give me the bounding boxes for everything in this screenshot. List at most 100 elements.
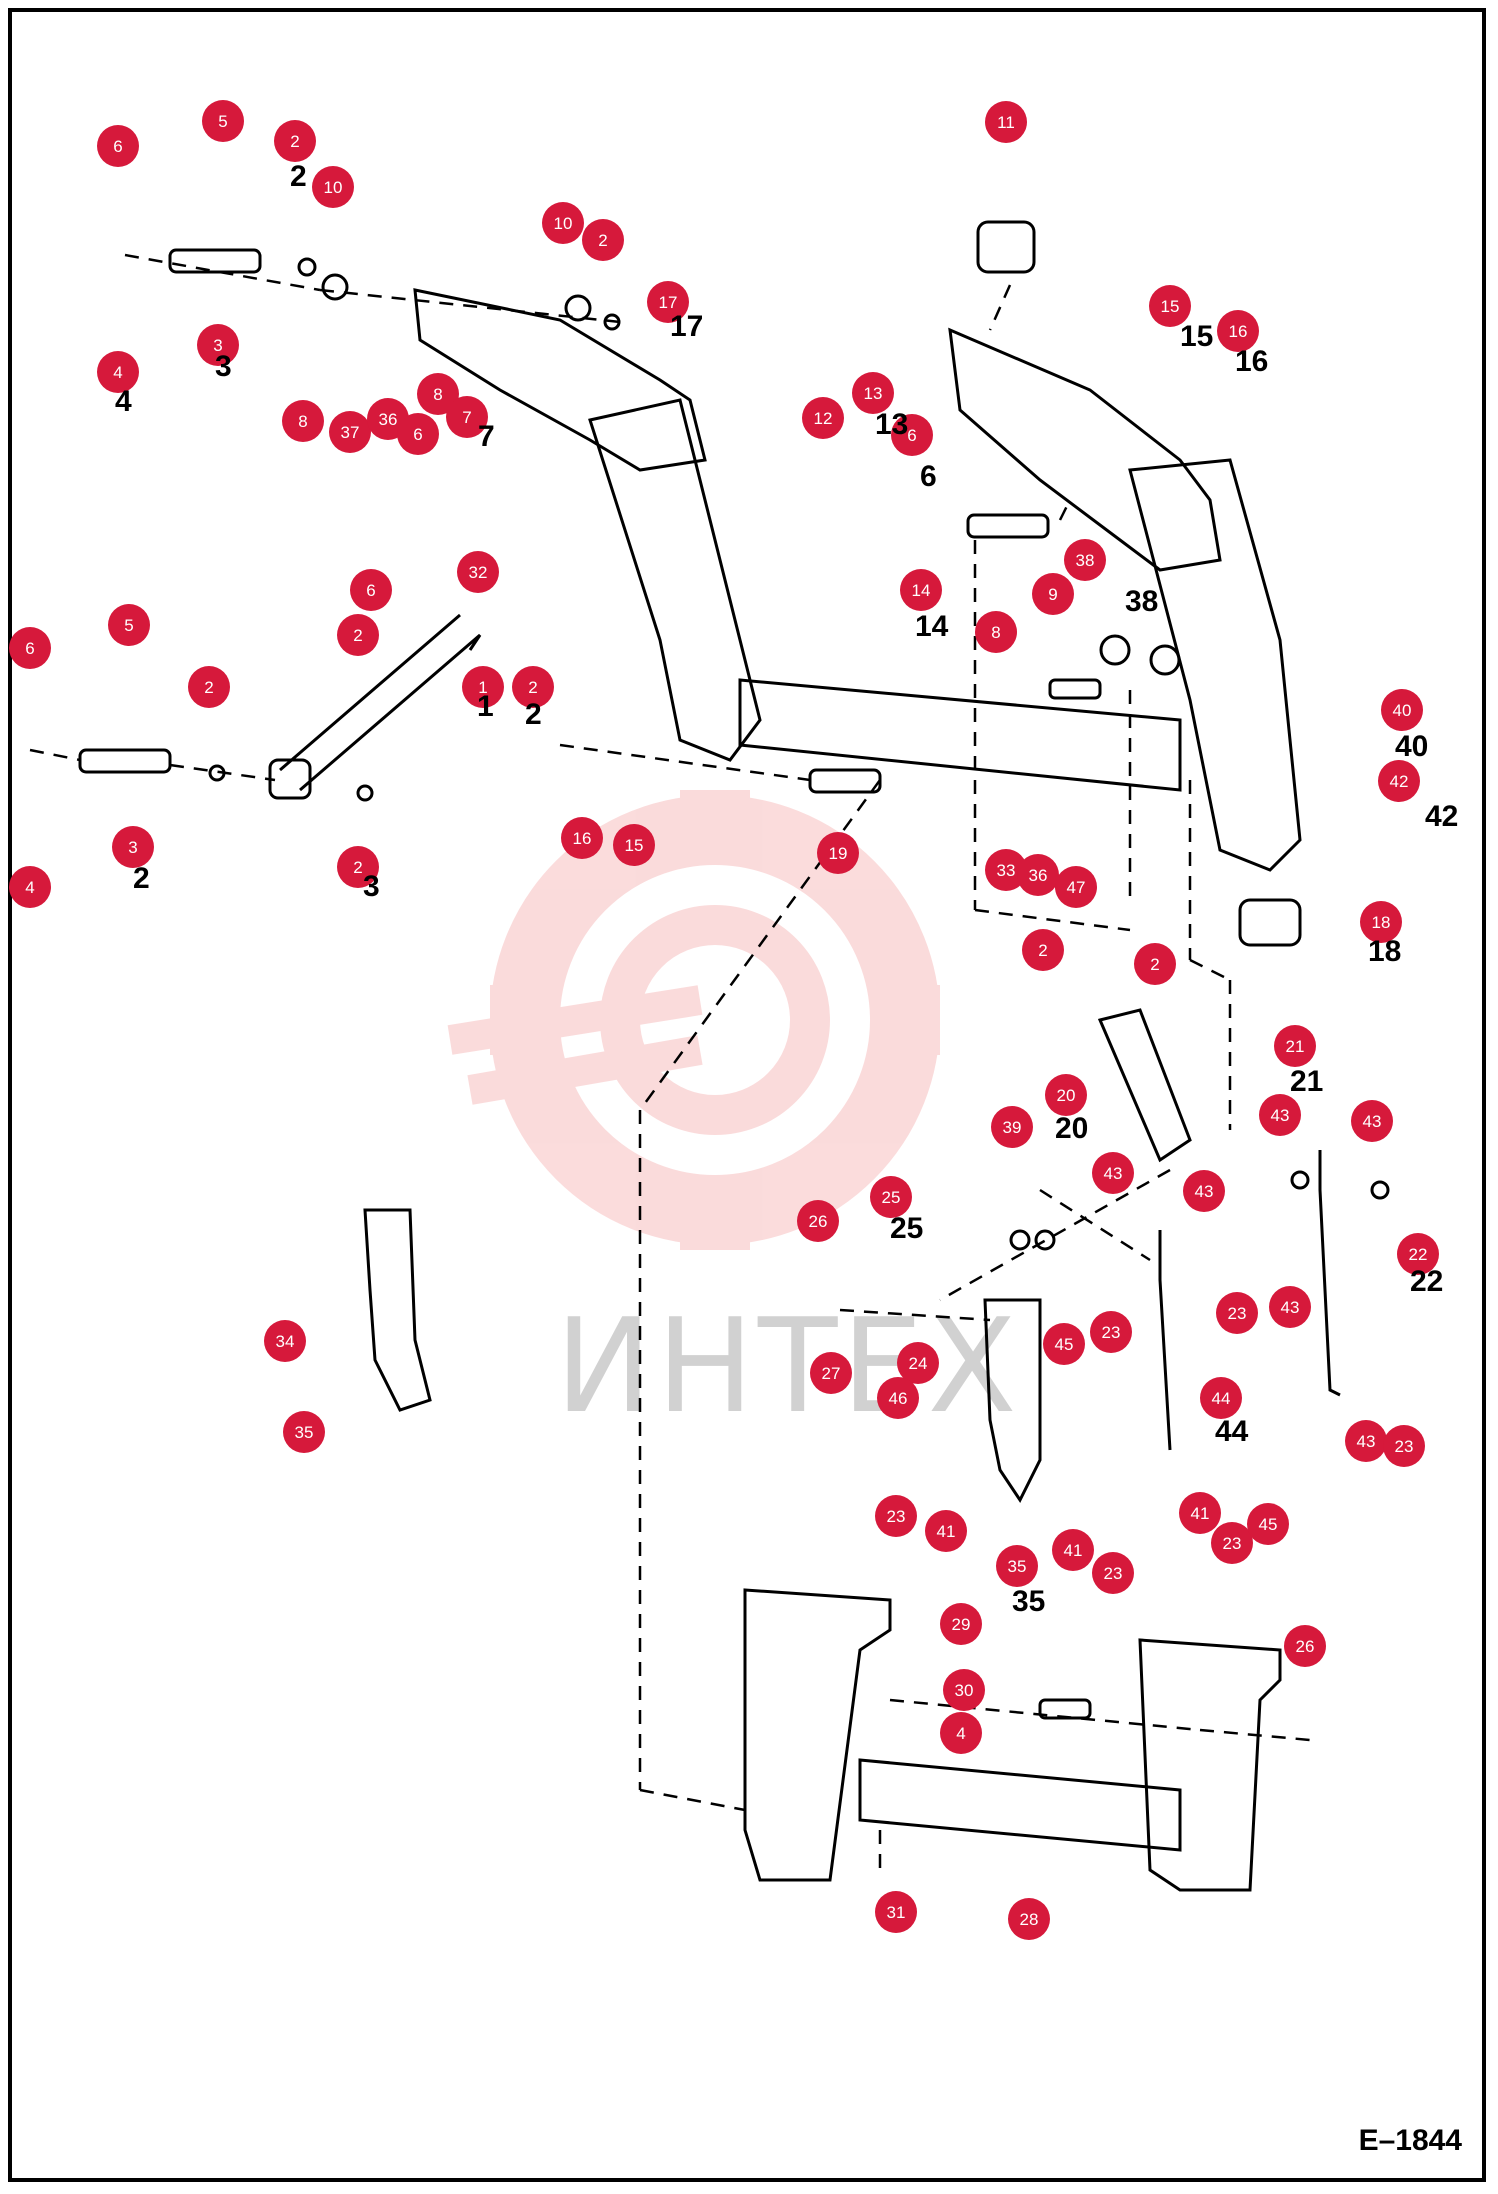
watermark-gear-icon <box>447 790 940 1250</box>
callout-number: 43 <box>1357 1432 1376 1451</box>
washer <box>297 257 317 277</box>
quick-attach-tube <box>858 1758 1182 1852</box>
callout-circle <box>1360 901 1402 943</box>
part-number-label: 17 <box>670 310 704 343</box>
callout-balloon: 12 <box>802 397 844 439</box>
callout-circle <box>1032 573 1074 615</box>
callout-number: 29 <box>952 1615 971 1634</box>
callout-circle <box>991 1106 1033 1148</box>
callout-number: 2 <box>528 678 537 697</box>
callout-number: 40 <box>1393 701 1412 720</box>
callout-number: 9 <box>1048 585 1057 604</box>
callout-number: 10 <box>554 214 573 233</box>
callout-balloon: 3 <box>112 826 154 868</box>
callout-balloon: 35 <box>283 1411 325 1453</box>
callout-circle <box>891 414 933 456</box>
part-number-label: 21 <box>1290 1065 1324 1098</box>
callout-number: 23 <box>1223 1534 1242 1553</box>
callout-number: 6 <box>413 425 422 444</box>
left-lift-arm <box>413 288 707 472</box>
callout-number: 15 <box>1161 297 1180 316</box>
callout-balloon: 26 <box>797 1200 839 1242</box>
callout-balloon: 34 <box>264 1320 306 1362</box>
callout-balloon: 10 <box>312 166 354 208</box>
callout-balloon: 39 <box>991 1106 1033 1148</box>
callout-circle <box>1064 539 1106 581</box>
callout-number: 17 <box>659 293 678 312</box>
callout-number: 13 <box>864 384 883 403</box>
callout-balloon: 14 <box>900 569 942 611</box>
cylinder-1-body <box>268 758 312 800</box>
cylinder-1 <box>279 613 482 792</box>
callout-balloon: 5 <box>108 604 150 646</box>
callout-circle <box>1247 1503 1289 1545</box>
callout-balloon: 5 <box>202 100 244 142</box>
part-number-label: 7 <box>478 420 495 453</box>
cylinder-20 <box>1097 1008 1192 1163</box>
line-art <box>78 220 1390 1892</box>
callout-balloon: 41 <box>1052 1529 1094 1571</box>
callout-circle <box>337 614 379 656</box>
callout-number: 8 <box>433 385 442 404</box>
callout-balloon: 47 <box>1055 866 1097 908</box>
callout-circle <box>900 569 942 611</box>
callout-balloon: 38 <box>1064 539 1106 581</box>
callout-circle <box>197 324 239 366</box>
callout-circle <box>1269 1286 1311 1328</box>
callout-number: 8 <box>991 623 1000 642</box>
callout-number: 38 <box>1076 551 1095 570</box>
callout-circle <box>264 1320 306 1362</box>
callout-number: 42 <box>1390 772 1409 791</box>
callout-number: 2 <box>353 858 362 877</box>
callout-balloon: 43 <box>1351 1100 1393 1142</box>
callout-circle <box>282 400 324 442</box>
part-number-label: 1 <box>477 690 494 723</box>
washer <box>1099 634 1131 666</box>
pin-9 <box>1048 678 1102 700</box>
callout-number: 45 <box>1055 1335 1074 1354</box>
callout-balloon: 6 <box>891 414 933 456</box>
callout-balloon: 4 <box>97 351 139 393</box>
callout-number: 2 <box>353 626 362 645</box>
callout-balloon: 31 <box>875 1891 917 1933</box>
callout-balloon: 2 <box>337 846 379 888</box>
callout-balloon: 24 <box>897 1342 939 1384</box>
callout-circle <box>397 413 439 455</box>
pin-19 <box>808 768 882 794</box>
bracket-24 <box>983 1298 1042 1503</box>
callout-balloon: 2 <box>512 666 554 708</box>
callout-circle <box>417 373 459 415</box>
callout-circle <box>1183 1170 1225 1212</box>
callout-circle <box>870 1176 912 1218</box>
callout-balloon: 29 <box>940 1603 982 1645</box>
callout-circle <box>1052 1529 1094 1571</box>
callout-number: 46 <box>889 1389 908 1408</box>
part-number-label: 44 <box>1215 1415 1249 1448</box>
callout-circle <box>1378 760 1420 802</box>
callout-circle <box>996 1545 1038 1587</box>
callout-circle <box>877 1377 919 1419</box>
callout-circle <box>446 396 488 438</box>
callout-number: 2 <box>290 132 299 151</box>
left-arm-upright <box>588 398 762 762</box>
callout-number: 16 <box>1229 322 1248 341</box>
callout-circle <box>1383 1425 1425 1467</box>
callout-circle <box>97 125 139 167</box>
cross-tube <box>738 678 1182 792</box>
callout-circle <box>312 166 354 208</box>
callout-balloon: 19 <box>817 832 859 874</box>
callout-number: 16 <box>573 829 592 848</box>
callout-circle <box>108 604 150 646</box>
callout-balloon: 41 <box>925 1510 967 1552</box>
callout-balloon: 42 <box>1378 760 1420 802</box>
callout-balloon: 2 <box>337 614 379 656</box>
callout-circle <box>1017 854 1059 896</box>
callout-number: 41 <box>937 1522 956 1541</box>
callout-circle <box>1134 943 1176 985</box>
washer <box>356 784 374 802</box>
callout-balloon: 1 <box>462 666 504 708</box>
callout-circle <box>613 824 655 866</box>
callout-circle <box>943 1669 985 1711</box>
callout-circle <box>457 551 499 593</box>
